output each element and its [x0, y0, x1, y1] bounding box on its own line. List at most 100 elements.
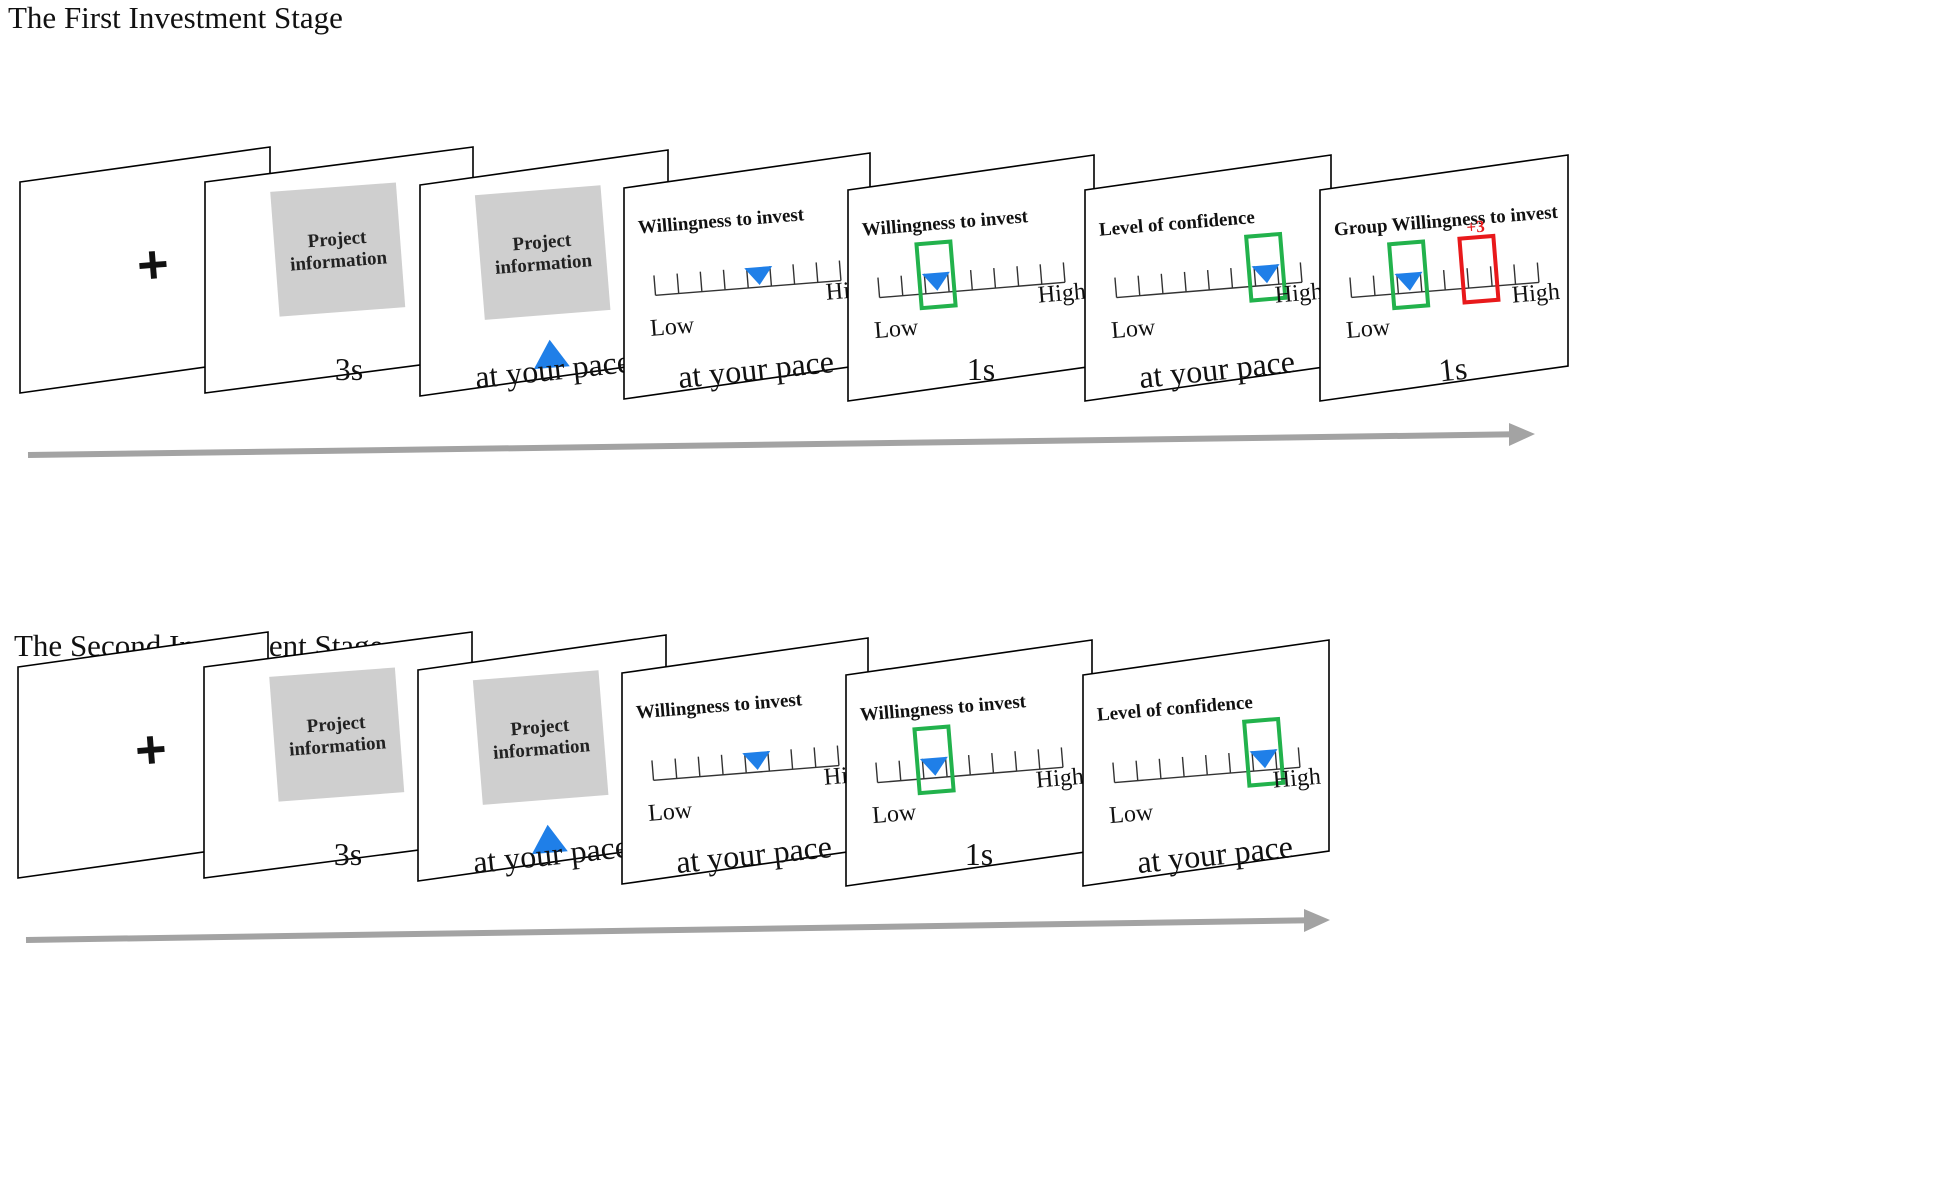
scale-high-label: High [1035, 764, 1085, 794]
project-info-label: Project [307, 227, 368, 252]
scale-low-label: Low [1108, 799, 1155, 829]
scale-tick [969, 269, 973, 291]
scale-tick [1349, 277, 1353, 298]
triangle-down-icon [744, 265, 773, 286]
scale-tick [676, 273, 680, 294]
duration-label: 1s [1437, 350, 1469, 389]
scale-tick [967, 754, 971, 776]
scale-tick [1396, 273, 1400, 294]
scale-tick [923, 273, 927, 294]
scale-tick [1206, 269, 1210, 291]
arrow-head-icon [1509, 423, 1535, 446]
triangle-down-icon [1251, 264, 1280, 284]
project-info-box [270, 182, 406, 317]
scale-tick [1513, 264, 1517, 285]
scale-tick [838, 260, 842, 281]
scale-tick [1060, 747, 1064, 768]
selection-highlight-green [1387, 239, 1431, 311]
scale-tick [790, 749, 794, 770]
scale-high-label: High [1272, 764, 1322, 794]
scale-tick [1160, 273, 1164, 294]
duration-label: 1s [965, 836, 993, 872]
project-info-label: Project [510, 715, 571, 741]
duration-label: 3s [334, 836, 362, 872]
timeline-arrow [25, 917, 1311, 943]
scale-tick [1489, 266, 1493, 287]
triangle-down-icon [1394, 271, 1423, 291]
scale-tick [745, 267, 749, 289]
scale-tick [921, 758, 925, 779]
scale-tick [1276, 264, 1280, 285]
scale-high-label: High [1511, 279, 1561, 309]
scale-low-label: Low [649, 312, 696, 341]
scale-low-label: Low [871, 799, 918, 829]
fixation-plus-icon: + [133, 719, 169, 781]
scale-tick [946, 271, 950, 292]
scale-tick [991, 753, 995, 774]
project-info-label: Project [512, 230, 573, 256]
scale-tick [720, 754, 724, 775]
frame-content: + [133, 719, 169, 781]
project-info-box [269, 667, 405, 802]
timeline-arrow [27, 431, 1516, 458]
scale-tick [993, 268, 997, 289]
scale-tick [1228, 753, 1232, 774]
scale-low-label: Low [647, 797, 694, 826]
scale-tick [769, 266, 773, 287]
triangle-up-icon [531, 824, 568, 855]
fixation-plus-icon: + [135, 234, 171, 296]
triangle-down-icon [742, 750, 771, 771]
scale-tick [900, 275, 904, 296]
scale-tick [1274, 749, 1278, 770]
scale-tick [1137, 275, 1141, 296]
scale-tick [1014, 751, 1018, 772]
triangle-down-icon [921, 271, 950, 291]
selection-highlight-green [1242, 716, 1286, 788]
frame-content: + [135, 234, 171, 296]
duration-label: 1s [967, 351, 995, 387]
scale-tick [722, 269, 726, 290]
scale-tick [1183, 271, 1187, 292]
scale-tick [813, 747, 817, 768]
scale-tick [653, 275, 657, 296]
scale-high-label: High [1037, 279, 1087, 309]
scale-tick [1039, 264, 1043, 285]
scale-tick [1037, 749, 1041, 770]
project-info-box [472, 670, 609, 805]
triangle-down-icon [919, 756, 948, 776]
scale-tick [898, 760, 902, 781]
scale-tick [1230, 268, 1234, 289]
scale-low-label: Low [1110, 314, 1157, 344]
stage-1-title: The First Investment Stage [8, 0, 343, 35]
scale-tick [1466, 268, 1470, 289]
selection-highlight-green [1244, 231, 1288, 303]
selection-highlight-green [912, 724, 956, 796]
scale-tick [1251, 751, 1255, 772]
arrow-head-icon [1304, 909, 1330, 932]
scale-tick [651, 760, 655, 781]
scale-tick [1114, 277, 1118, 298]
scale-tick [1158, 758, 1162, 779]
scale-tick [1181, 756, 1185, 777]
scale-tick [875, 762, 879, 783]
group-highlight-red [1457, 233, 1501, 305]
duration-label: 3s [335, 351, 363, 387]
scale-tick [1253, 266, 1257, 287]
scale-high-label: High [1274, 279, 1324, 309]
scale-tick [1135, 760, 1139, 781]
scale-tick [1204, 754, 1208, 776]
scale-tick [815, 262, 819, 283]
scale-tick [944, 756, 948, 777]
scale-tick [767, 751, 771, 772]
